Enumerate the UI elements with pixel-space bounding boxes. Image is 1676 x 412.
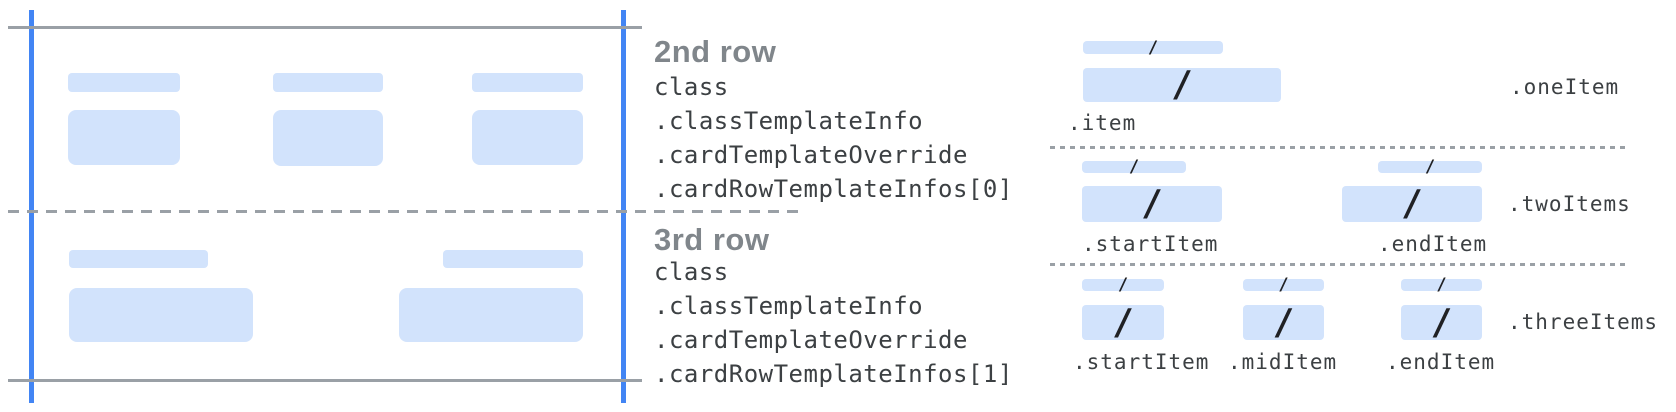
card-bottom-boundary-line	[8, 379, 642, 382]
layout-separator-dotted	[1050, 263, 1630, 266]
row3-code-line: class	[654, 258, 729, 286]
layout-separator-dotted	[1050, 146, 1630, 149]
mid-item-value-bar: /	[1243, 304, 1324, 340]
row3-col1-label-bar	[69, 250, 208, 268]
row2-code-line: .cardTemplateOverride	[654, 141, 968, 169]
start-item-value-bar: /	[1082, 304, 1164, 340]
row3-code-line: .cardTemplateOverride	[654, 326, 968, 354]
mid-item-label-bar: /	[1243, 277, 1324, 294]
row2-col3-value-bar	[472, 110, 583, 165]
row2-code-line: .cardRowTemplateInfos[0]	[654, 175, 1013, 203]
start-item-label-bar: /	[1082, 159, 1186, 176]
row3-code-line: .classTemplateInfo	[654, 292, 924, 320]
card-left-edge-guide	[29, 10, 34, 403]
item-field-label: .startItem	[1073, 350, 1210, 374]
row2-col1-label-bar	[68, 73, 180, 92]
layout-name-label: .twoItems	[1508, 192, 1631, 216]
item-field-label: .startItem	[1082, 232, 1219, 256]
row2-col3-label-bar	[472, 73, 583, 92]
row3-col1-value-bar	[69, 288, 253, 342]
end-item-value-bar: /	[1342, 186, 1482, 222]
item-field-label: .endItem	[1378, 232, 1488, 256]
row3-heading: 3rd row	[654, 222, 770, 257]
row3-col2-value-bar	[399, 288, 583, 342]
row2-col1-value-bar	[68, 110, 180, 165]
item-field-label: .item	[1068, 111, 1137, 135]
start-item-label-bar: /	[1082, 277, 1164, 294]
row3-col2-label-bar	[443, 250, 583, 268]
row3-code-line: .cardRowTemplateInfos[1]	[654, 360, 1013, 388]
start-item-value-bar: /	[1082, 186, 1222, 222]
end-item-label-bar: /	[1401, 277, 1482, 294]
row2-col2-value-bar	[273, 110, 383, 166]
item-field-label: .endItem	[1386, 350, 1496, 374]
end-item-label-bar: /	[1378, 159, 1482, 176]
row2-code-line: class	[654, 73, 729, 101]
one-item-label-bar: /	[1083, 39, 1223, 56]
card-right-edge-guide	[621, 10, 626, 403]
layout-name-label: .threeItems	[1508, 310, 1659, 334]
end-item-value-bar: /	[1401, 304, 1482, 340]
layout-name-label: .oneItem	[1510, 75, 1620, 99]
item-field-label: .midItem	[1228, 350, 1338, 374]
row2-heading: 2nd row	[654, 34, 777, 69]
one-item-value-bar: /	[1083, 67, 1281, 103]
row2-col2-label-bar	[273, 73, 383, 92]
card-top-boundary-line	[8, 26, 642, 29]
row2-code-line: .classTemplateInfo	[654, 107, 924, 135]
row-divider-dashed-line	[8, 210, 800, 213]
